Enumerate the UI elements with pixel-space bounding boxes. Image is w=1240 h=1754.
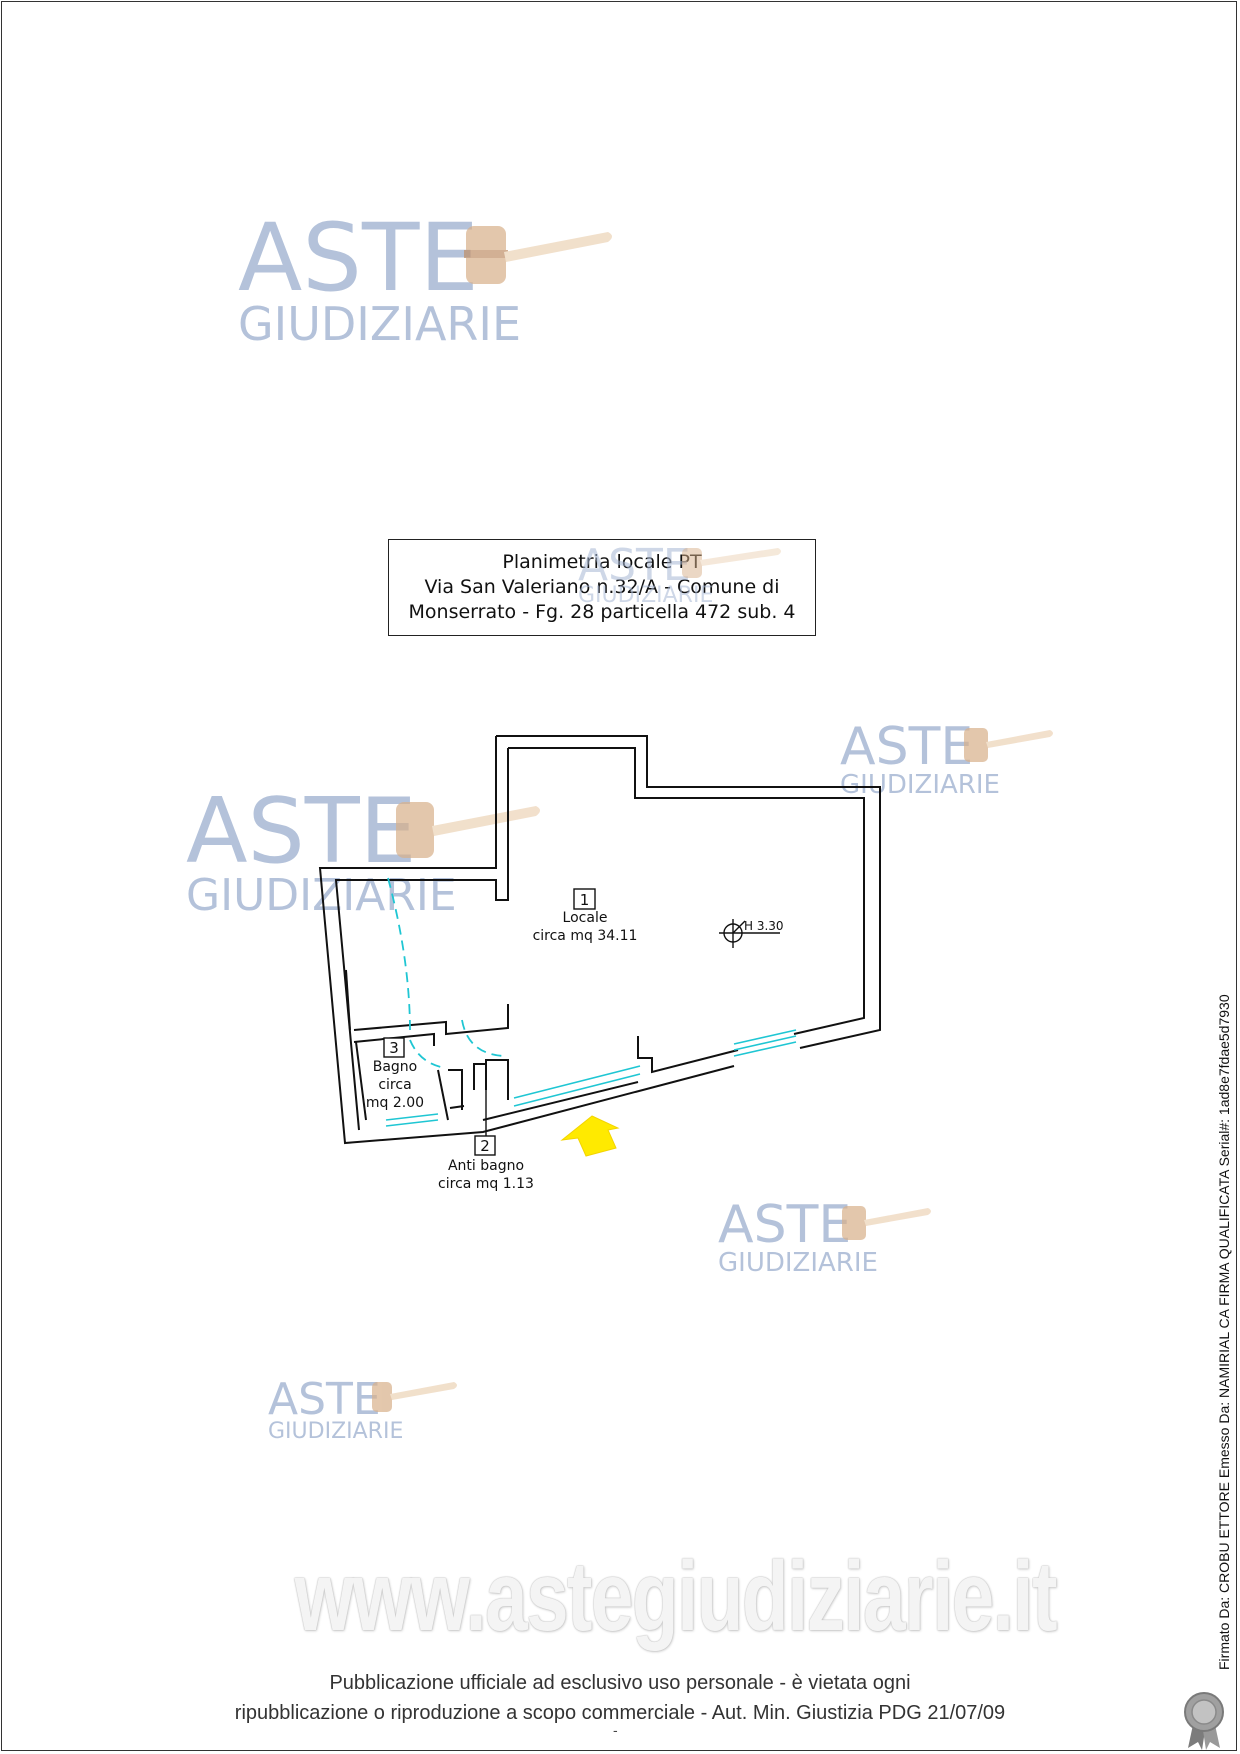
certification-seal-icon bbox=[1180, 1690, 1230, 1754]
room-1-area: circa mq 34.11 bbox=[533, 928, 638, 944]
room-3-area: mq 2.00 bbox=[366, 1095, 424, 1111]
digital-signature-text: Firmato Da: CROBU ETTORE Emesso Da: NAMI… bbox=[1216, 994, 1232, 1670]
footer-notice: Pubblicazione ufficiale ad esclusivo uso… bbox=[180, 1668, 1060, 1728]
room-1-number: 1 bbox=[580, 891, 590, 909]
plan-title-line-1: Planimetria locale PT bbox=[502, 551, 702, 573]
room-3-name: Bagno bbox=[373, 1059, 418, 1075]
plan-windows bbox=[385, 1029, 797, 1127]
height-marker-text: H 3.30 bbox=[744, 919, 784, 933]
room-2-label: 2 Anti bagno circa mq 1.13 bbox=[438, 1080, 534, 1192]
plan-doors bbox=[387, 877, 505, 1069]
room-3-number: 3 bbox=[389, 1039, 399, 1057]
room-1-label: 1 Locale circa mq 34.11 bbox=[533, 888, 638, 944]
plan-title-box: Planimetria locale PT Via San Valeriano … bbox=[388, 539, 816, 636]
room-1-name: Locale bbox=[563, 910, 608, 926]
plan-title-line-2: Via San Valeriano n.32/A - Comune di bbox=[424, 576, 780, 598]
height-marker: H 3.30 bbox=[719, 919, 784, 948]
entrance-arrow-icon bbox=[560, 1115, 620, 1157]
room-3-label: 3 Bagno circa mq 2.00 bbox=[366, 1037, 424, 1111]
plan-walls bbox=[318, 735, 881, 1145]
room-3-name-2: circa bbox=[378, 1077, 411, 1093]
site-url-watermark: www.astegiudiziarie.it bbox=[294, 1541, 1058, 1651]
footer-dash: - bbox=[613, 1722, 618, 1738]
footer-line-2: ripubblicazione o riproduzione a scopo c… bbox=[234, 1702, 1006, 1724]
footer-line-1: Pubblicazione ufficiale ad esclusivo uso… bbox=[329, 1672, 911, 1694]
plan-title-line-3: Monserrato - Fg. 28 particella 472 sub. … bbox=[408, 601, 796, 623]
room-2-area: circa mq 1.13 bbox=[438, 1176, 534, 1192]
room-2-name: Anti bagno bbox=[448, 1158, 524, 1174]
room-2-number: 2 bbox=[480, 1137, 490, 1155]
